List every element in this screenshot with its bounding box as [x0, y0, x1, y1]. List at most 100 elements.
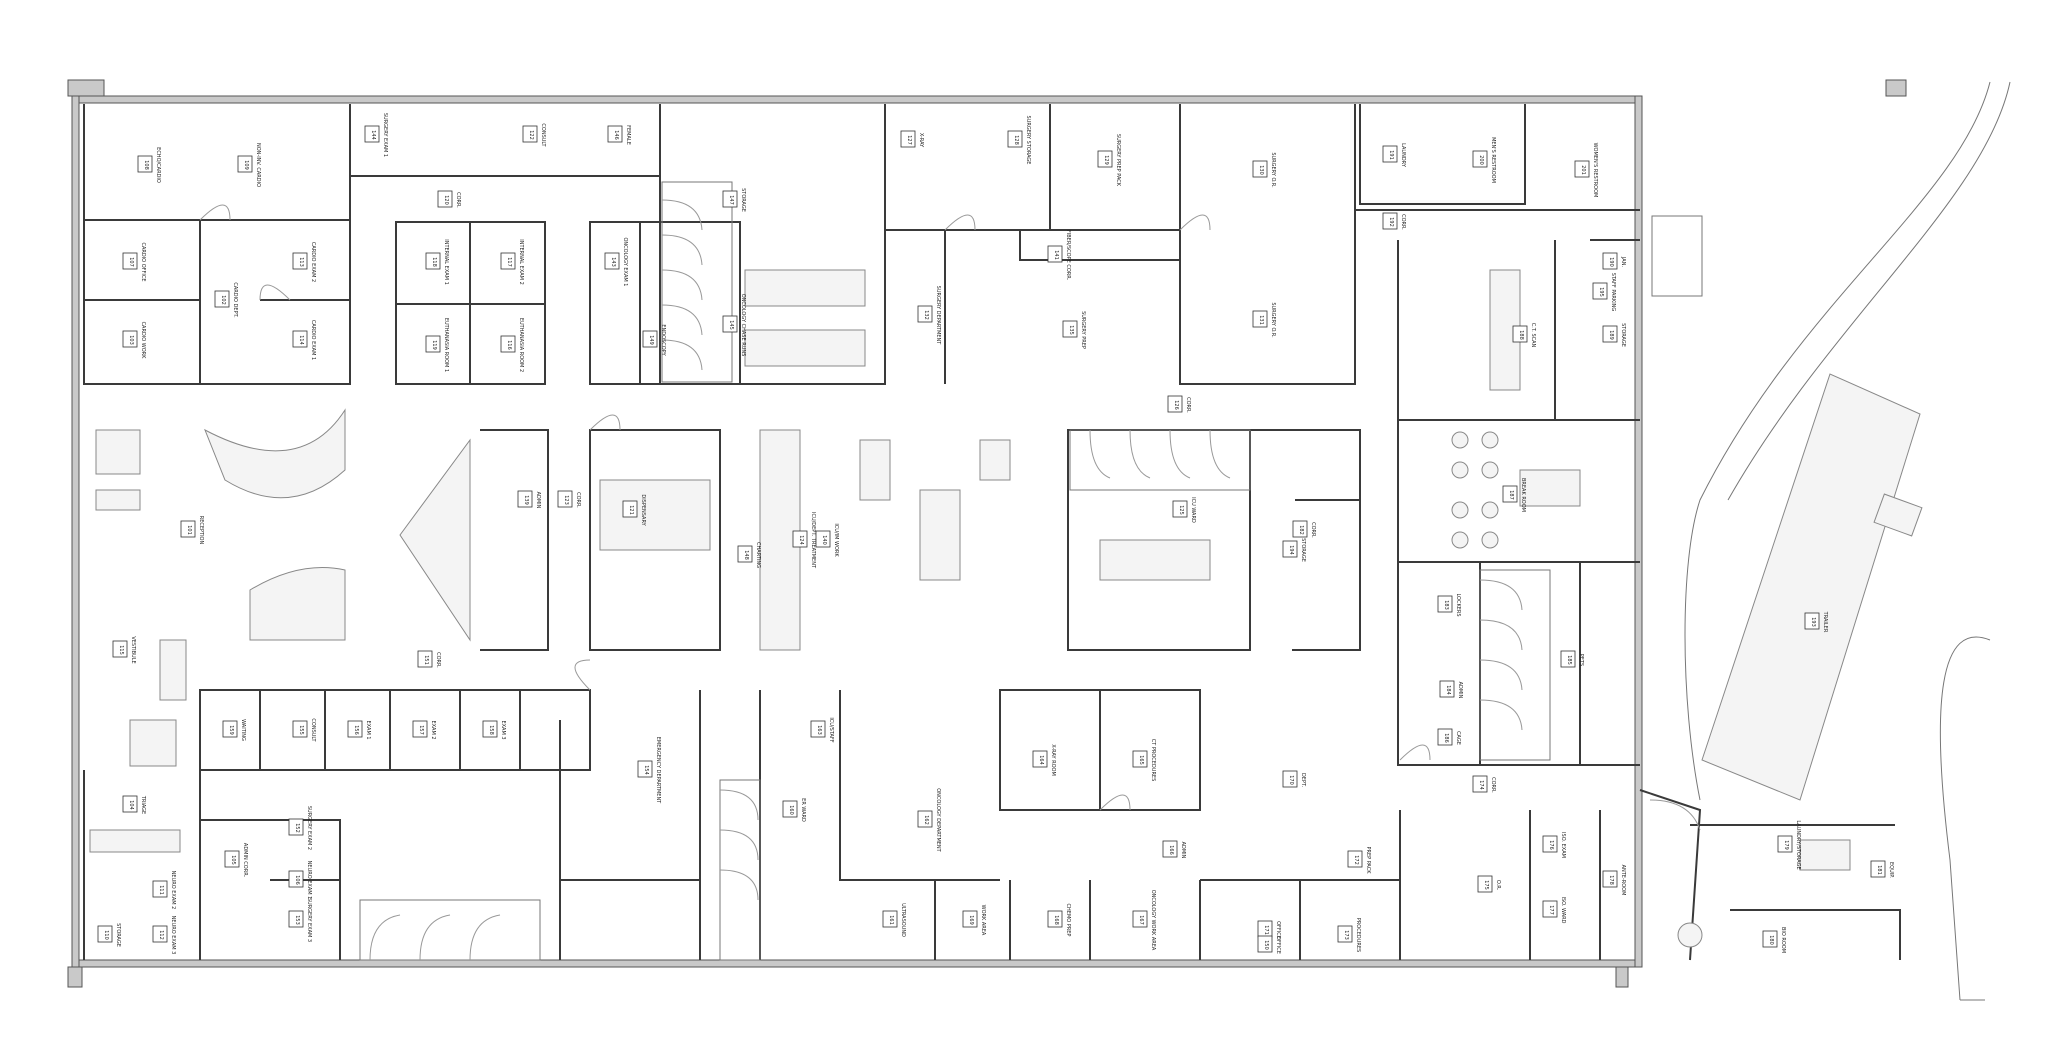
- room-number-tag: [288, 818, 304, 836]
- room-number-tag: [1574, 160, 1590, 178]
- room-name: ONCOLOGY WORK AREA: [1150, 890, 1156, 951]
- room-name: CT PROCEDURES: [1150, 739, 1156, 782]
- room-number: 187: [1508, 490, 1514, 500]
- room-number-tag: [1602, 870, 1618, 888]
- room-label-124: 124 ICU/DEPT. TREATMENT: [792, 512, 816, 569]
- room-name: STORAGE: [115, 923, 121, 947]
- room-number: 140: [821, 535, 827, 545]
- room-number: 194: [1288, 545, 1294, 555]
- room-number-tag: [1542, 900, 1558, 918]
- room-number: 107: [128, 257, 134, 267]
- room-name: PETS: [1578, 654, 1584, 666]
- room-number: 182: [1298, 525, 1304, 535]
- room-number: 151: [423, 655, 429, 665]
- room-number: 111: [158, 885, 164, 895]
- room-number: 178: [1608, 875, 1614, 885]
- room-number-tag: [1542, 835, 1558, 853]
- room-number: 189: [1608, 330, 1614, 340]
- room-name: CORR.: [435, 652, 441, 668]
- room-number-tag: [1382, 212, 1398, 230]
- room-number-tag: [962, 910, 978, 928]
- room-number-tag: [1282, 540, 1298, 558]
- room-number: 179: [1783, 840, 1789, 850]
- room-name: CORR.: [1490, 777, 1496, 793]
- kennel-runs: [359, 181, 1551, 961]
- room-number-tag: [152, 880, 168, 898]
- room-number-tag: [1252, 310, 1268, 328]
- room-name: CARDIO DEPT.: [232, 282, 238, 318]
- room-name: SURGERY O.R.: [1270, 152, 1276, 188]
- room-number: 131: [1258, 315, 1264, 325]
- room-number-tag: [425, 335, 441, 353]
- room-number: 114: [298, 335, 304, 345]
- room-number-tag: [1472, 150, 1488, 168]
- room-number: 132: [923, 310, 929, 320]
- room-number-tag: [214, 290, 230, 308]
- room-name: VESTIBULE: [130, 636, 136, 663]
- room-name: ADMIN: [1180, 842, 1186, 859]
- room-number: 171: [1263, 925, 1269, 935]
- room-number: 169: [968, 915, 974, 925]
- room-number: 125: [1178, 505, 1184, 515]
- room-number: 157: [418, 725, 424, 735]
- room-number-tag: [1032, 750, 1048, 768]
- room-number: 160: [788, 805, 794, 815]
- room-label-125: 125 ICU WARD: [1172, 497, 1196, 523]
- room-name: ICU WARD: [1190, 497, 1196, 523]
- room-number-tag: [722, 190, 738, 208]
- room-number: 173: [1343, 930, 1349, 940]
- room-number-tag: [622, 500, 638, 518]
- room-name: CORR.: [1310, 522, 1316, 538]
- room-number-tag: [1282, 770, 1298, 788]
- room-number-tag: [1097, 150, 1113, 168]
- room-name: LOCKERS: [1455, 593, 1461, 616]
- room-number-tag: [1047, 910, 1063, 928]
- room-number: 135: [1068, 325, 1074, 335]
- room-number-tag: [288, 870, 304, 888]
- room-name: ULTRASOUND: [900, 903, 906, 937]
- room-name: CARDIO WORK: [140, 322, 146, 360]
- room-number: 191: [1388, 150, 1394, 160]
- room-number-tag: [1502, 485, 1518, 503]
- room-name: ANTE-ROOM: [1620, 865, 1626, 896]
- room-number-tag: [882, 910, 898, 928]
- room-name: STORAGE: [740, 188, 746, 212]
- room-name: WAITING: [240, 719, 246, 741]
- room-name: ICU/DEPT. TREATMENT: [810, 512, 816, 569]
- room-number-tag: [1292, 520, 1308, 538]
- room-number: 124: [798, 535, 804, 545]
- room-number-tag: [1132, 910, 1148, 928]
- room-name: ONCOLOGY EXAM 1: [622, 237, 628, 286]
- room-number-tag: [152, 925, 168, 943]
- room-number-tag: [917, 305, 933, 323]
- room-number-tag: [1472, 775, 1488, 793]
- room-number-tag: [1477, 875, 1493, 893]
